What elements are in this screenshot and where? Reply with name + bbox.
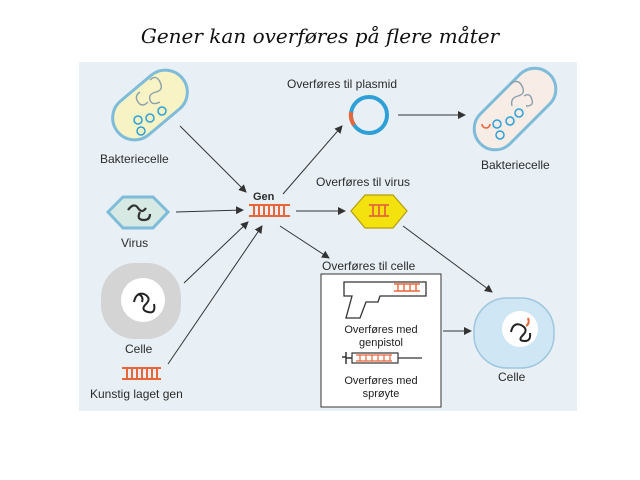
arrow-virus-to-cell xyxy=(402,225,493,293)
arrow-virus-to-gene xyxy=(175,206,244,215)
source-virus-icon xyxy=(105,195,171,230)
source-virus-label: Virus xyxy=(121,236,149,250)
transfer-virus-label: Overføres til virus xyxy=(316,175,411,189)
target-cell-label: Celle xyxy=(498,370,526,384)
source-bacterium-label: Bakteriecelle xyxy=(100,152,169,166)
arrow-gene-to-cell xyxy=(279,225,330,259)
arrow-gene-to-plasmid xyxy=(282,125,343,195)
central-gene-label: Gen xyxy=(253,191,275,203)
syringe-icon xyxy=(342,352,422,364)
plasmid-icon xyxy=(348,95,389,135)
arrow-cell-to-gene xyxy=(183,221,249,284)
source-bacterium-icon xyxy=(111,68,189,142)
central-gene-icon xyxy=(249,204,290,217)
transfer-plasmid-label: Overføres til plasmid xyxy=(287,77,398,91)
syringe-label: Overføres med sprøyte xyxy=(344,375,418,400)
transfer-cell-label: Overføres til celle xyxy=(322,259,416,273)
gene-gun-label: Overføres med genpistol xyxy=(344,324,418,349)
arrow-artificial-to-gene xyxy=(167,225,263,365)
arrow-bacterium-to-gene xyxy=(179,125,247,193)
source-cell-label: Celle xyxy=(125,342,153,356)
target-bacterium-icon xyxy=(472,66,558,152)
gene-gun-icon xyxy=(343,281,427,319)
artificial-gene-icon xyxy=(122,367,161,380)
target-bacterium-label: Bakteriecelle xyxy=(481,158,550,172)
gene-virus-icon xyxy=(350,194,408,229)
artificial-gene-label: Kunstig laget gen xyxy=(90,387,183,401)
page-title: Gener kan overføres på flere måter xyxy=(140,24,500,48)
arrows xyxy=(167,111,493,365)
target-cell-icon xyxy=(473,297,555,369)
source-cell-icon xyxy=(101,263,181,339)
